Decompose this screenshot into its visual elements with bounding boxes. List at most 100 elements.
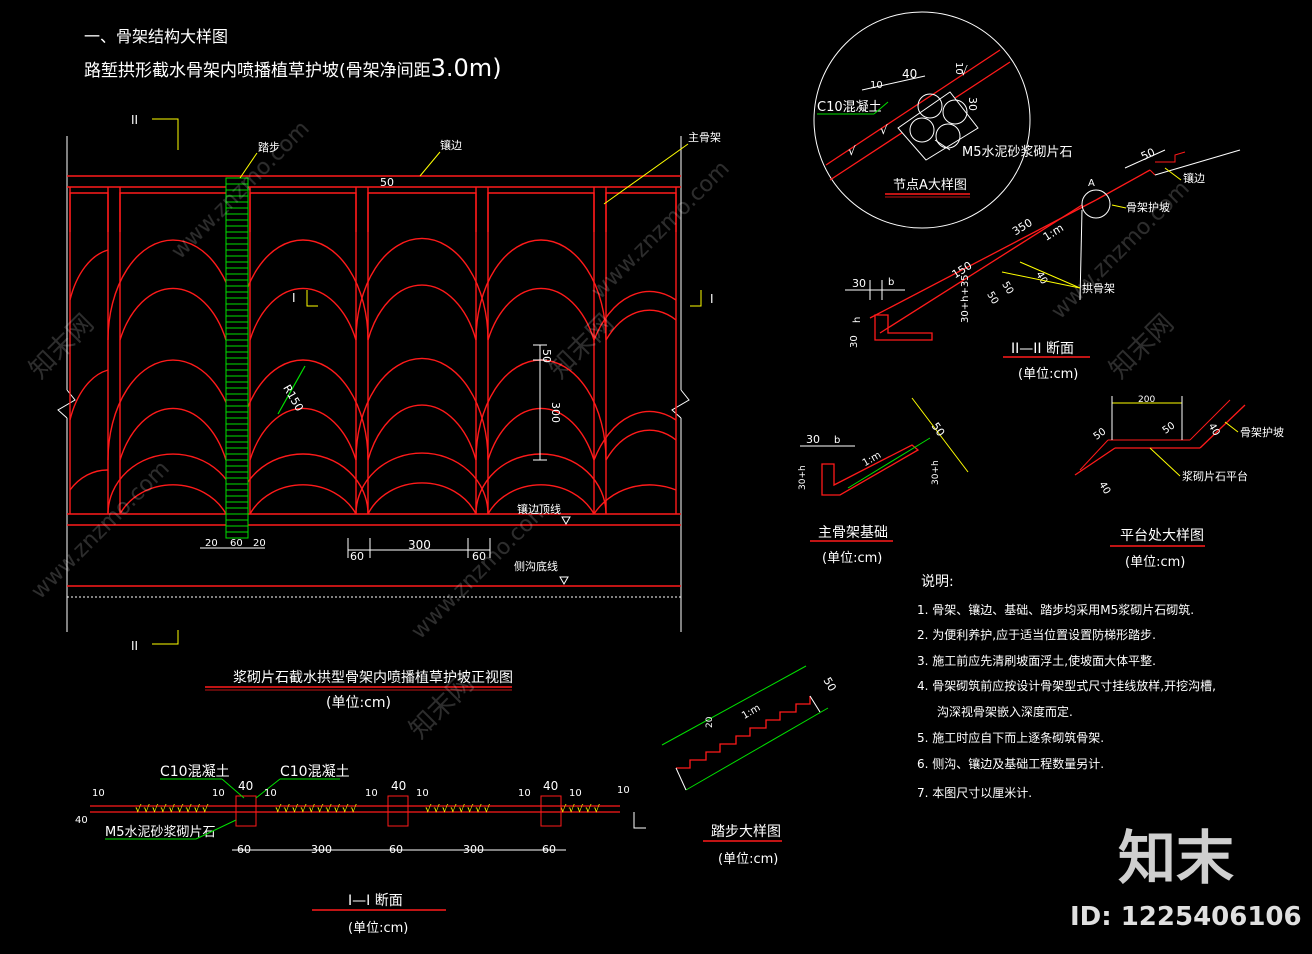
nodeA-dim-40: 40 <box>902 67 917 81</box>
pf-dim-40b: 40 <box>1206 422 1222 439</box>
watermark-site-4: www.znzmo.com <box>27 456 175 604</box>
sec2-dim-30b: 30 <box>849 335 860 348</box>
nodeA-label-m5: M5水泥砂浆砌片石 <box>962 145 1073 160</box>
watermark-site-3: www.znzmo.com <box>1047 176 1195 324</box>
sec1-unit: (单位:cm) <box>348 921 408 936</box>
sec1-dim-10-right: 10 <box>617 785 630 796</box>
svg-text:√√√√√√√√: √√√√√√√√ <box>425 804 492 815</box>
svg-text:√: √ <box>880 123 888 137</box>
nodeA-label-c10: C10混凝土 <box>817 99 882 115</box>
watermark-cn-1: 知末网 <box>24 309 100 385</box>
sec2-dim-h: h <box>852 317 863 323</box>
sec1-dim-40c: 40 <box>543 779 558 793</box>
nodeA-dim-30: 30 <box>966 97 979 111</box>
watermark-logo: 知末 <box>1118 824 1234 892</box>
sec2-dim-50: 50 <box>1139 146 1157 164</box>
label-step: 踏步 <box>258 140 280 154</box>
step-unit: (单位:cm) <box>718 852 778 867</box>
pf-unit: (单位:cm) <box>1125 555 1185 570</box>
svg-text:√√√√√√√√√√: √√√√√√√√√√ <box>275 804 359 815</box>
main-foundation-detail: 30 b 50 1:m 30+h 30+h 主骨架基础 (单位:cm) <box>798 397 969 566</box>
sec2-dim-50b: 50 <box>999 280 1015 297</box>
sec1-dim-10b: 10 <box>264 788 277 799</box>
sec2-dim-50c: 50 <box>984 290 1000 307</box>
dim-60-left: 60 <box>350 550 364 563</box>
elevation-view: 踏步 镶边 50 主骨架 II II I I R150 50 300 镶边顶线 … <box>57 113 721 711</box>
sec1-dim-40b: 40 <box>391 779 406 793</box>
sec1-dim-40a: 40 <box>238 779 253 793</box>
mf-dim-30: 30 <box>806 433 820 446</box>
pf-dim-50a: 50 <box>1092 426 1109 442</box>
label-main-frame: 主骨架 <box>688 131 721 144</box>
step-dim-50: 50 <box>821 675 839 694</box>
sec1-dim-10-left: 10 <box>92 788 105 799</box>
label-ditch-bottom: 侧沟底线 <box>514 559 558 573</box>
watermark-cn-3: 知末网 <box>1104 309 1180 385</box>
note-4: 4. 骨架砌筑前应按设计骨架型式尺寸挂线放样,开挖沟槽, <box>917 678 1216 693</box>
watermark-cn-2: 知末网 <box>544 309 620 385</box>
label-R150: R150 <box>280 382 306 413</box>
note-5: 5. 施工时应自下而上逐条砌筑骨架. <box>917 730 1104 745</box>
svg-text:√: √ <box>960 64 968 78</box>
sec1-dim-40-left: 40 <box>75 815 88 826</box>
sec2-label-A: A <box>1088 178 1095 189</box>
sec1-dim-10c: 10 <box>365 788 378 799</box>
sec2-caption: II—II 断面 <box>1011 341 1074 357</box>
sec1-label-c10a: C10混凝土 <box>160 764 230 780</box>
sec1-dim-10a: 10 <box>212 788 225 799</box>
sec1-dim-10f: 10 <box>569 788 582 799</box>
sec1-dim-300b: 300 <box>463 843 484 856</box>
note-7: 7. 本图尺寸以厘米计. <box>917 786 1032 800</box>
watermark-id: ID: 1225406106 <box>1070 902 1302 932</box>
mf-dim-30h-left: 30+h <box>798 465 808 490</box>
pf-label-skeleton-slope: 骨架护坡 <box>1240 425 1284 439</box>
dim-60-right: 60 <box>472 550 486 563</box>
sec2-dim-b: b <box>888 277 894 288</box>
svg-text:√: √ <box>848 144 856 158</box>
sec1-dim-300a: 300 <box>311 843 332 856</box>
node-A-detail: √ √ √ 10 40 10 30 C10混凝土 M5水泥砂浆砌片石 节点A大样… <box>813 11 1073 229</box>
main-title: 路堑拱形截水骨架内喷播植草护坡(骨架净间距3.0m) <box>84 54 502 82</box>
section-mark-II-top: II <box>131 113 138 127</box>
sec2-label-skeleton-slope: 骨架护坡 <box>1126 200 1170 214</box>
dim-60-step: 60 <box>230 538 243 549</box>
sec1-dim-10d: 10 <box>416 788 429 799</box>
platform-detail: 200 50 50 40 40 骨架护坡 浆砌片石平台 平台处大样图 (单位:c… <box>1074 395 1284 570</box>
sec1-label-c10b: C10混凝土 <box>280 764 350 780</box>
mf-dim-30h: 30+h <box>931 460 941 485</box>
note-2: 2. 为便利养护,应于适当位置设置防梯形踏步. <box>917 627 1156 642</box>
dim-20-b: 20 <box>253 538 266 549</box>
note-3: 3. 施工前应先清刷坡面浮土,使坡面大体平整. <box>917 653 1156 668</box>
sec1-dim-60c: 60 <box>542 843 556 856</box>
pf-caption: 平台处大样图 <box>1120 528 1204 544</box>
svg-text:√√√√√: √√√√√ <box>560 804 602 815</box>
note-4b: 沟深视骨架嵌入深度而定. <box>937 704 1073 719</box>
sec2-dim-30: 30 <box>852 277 866 290</box>
mf-dim-b: b <box>834 435 840 446</box>
label-edge-top-line: 镶边顶线 <box>517 502 561 516</box>
dim-300-h: 300 <box>408 538 431 552</box>
sec2-unit: (单位:cm) <box>1018 367 1078 382</box>
sec1-label-m5: M5水泥砂浆砌片石 <box>105 825 216 840</box>
sec2-label-edge: 镶边 <box>1183 171 1205 185</box>
nodeA-dim-10a: 10 <box>870 80 883 91</box>
step-dim-20: 20 <box>705 716 715 728</box>
sec1-dim-60a: 60 <box>237 843 251 856</box>
label-edge: 镶边 <box>440 138 462 152</box>
section-mark-II-bottom: II <box>131 639 138 653</box>
pf-dim-50b: 50 <box>1161 420 1178 436</box>
sec1-dim-10e: 10 <box>518 788 531 799</box>
step-caption: 踏步大样图 <box>711 824 781 840</box>
elevation-caption: 浆砌片石截水拱型骨架内喷播植草护坡正视图 <box>233 670 513 686</box>
mf-caption: 主骨架基础 <box>818 524 888 541</box>
note-1: 1. 骨架、镶边、基础、踏步均采用M5浆砌片石砌筑. <box>917 602 1194 617</box>
dim-300-v: 300 <box>549 402 562 423</box>
notes: 说明: 1. 骨架、镶边、基础、踏步均采用M5浆砌片石砌筑. 2. 为便利养护,… <box>917 574 1216 800</box>
sec1-caption: I—I 断面 <box>348 893 403 909</box>
nodeA-caption: 节点A大样图 <box>893 178 967 193</box>
sec1-dim-60b: 60 <box>389 843 403 856</box>
section-I-view: √√√√√√√√√ √√√√√√√√√√ √√√√√√√√ √√√√√ C10混… <box>75 764 646 936</box>
note-6: 6. 侧沟、镶边及基础工程数量另计. <box>917 756 1104 771</box>
dim-top-50: 50 <box>380 176 394 189</box>
